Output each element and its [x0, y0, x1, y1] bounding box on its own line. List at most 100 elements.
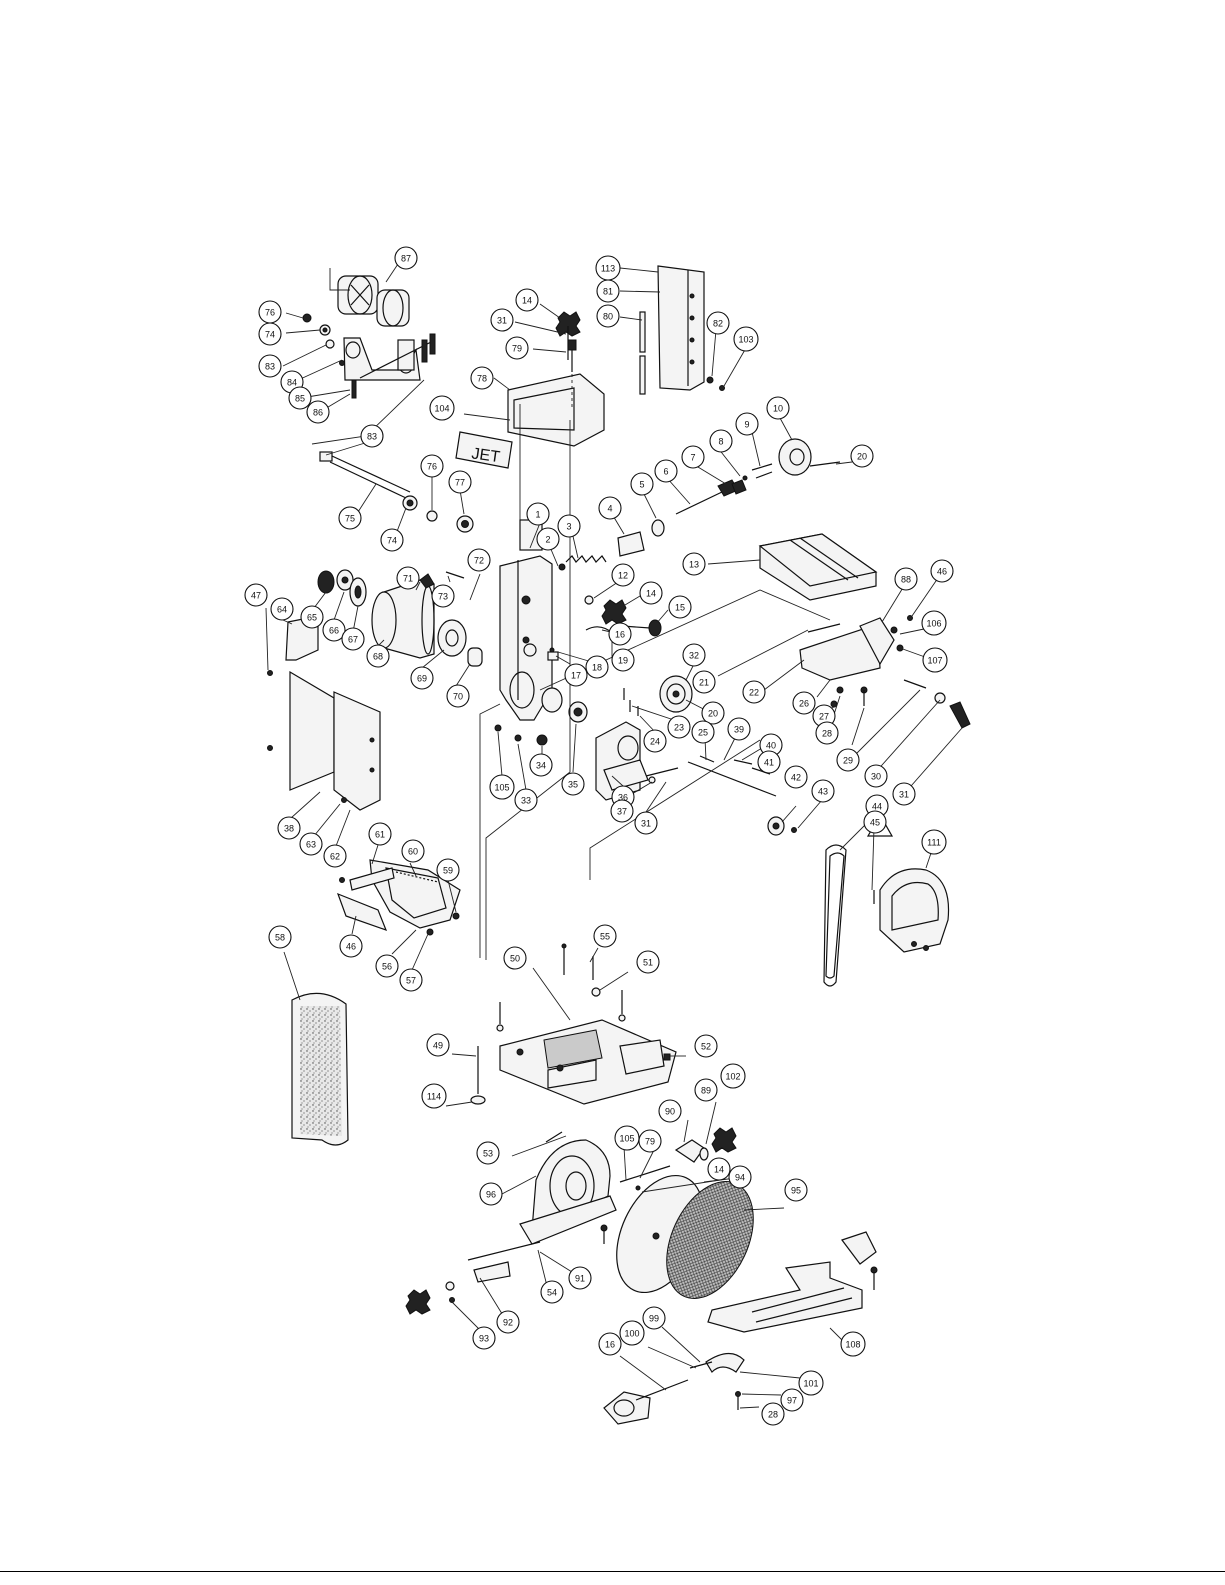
part-callout-87: 87 — [394, 246, 418, 270]
part-callout-43: 43 — [811, 779, 835, 803]
callout-circle — [421, 1083, 447, 1109]
callout-number: 90 — [665, 1107, 675, 1117]
table-lock-handle — [903, 679, 971, 729]
callout-number: 49 — [433, 1041, 443, 1051]
callout-circle — [619, 1320, 645, 1346]
callout-circle — [792, 691, 816, 715]
part-callout-77: 77 — [448, 470, 472, 494]
part-callout-27: 27 — [812, 704, 836, 728]
callout-number: 71 — [403, 574, 413, 584]
callout-number: 50 — [510, 954, 520, 964]
callout-number: 58 — [275, 933, 285, 943]
callout-circle — [299, 832, 323, 856]
part-callout-17: 17 — [564, 663, 588, 687]
part-callout-74: 74 — [380, 528, 404, 552]
callout-number: 74 — [387, 536, 397, 546]
callout-circle — [658, 1099, 682, 1123]
callout-number: 66 — [329, 626, 339, 636]
callout-circle — [709, 429, 733, 453]
callout-circle — [757, 750, 781, 774]
callout-circle — [323, 844, 347, 868]
part-callout-56: 56 — [375, 954, 399, 978]
callout-number: 46 — [937, 567, 947, 577]
callout-circle — [636, 950, 660, 974]
callout-number: 43 — [818, 787, 828, 797]
part-callout-31: 31 — [490, 308, 514, 332]
callout-number: 81 — [603, 287, 613, 297]
callout-number: 64 — [277, 605, 287, 615]
callout-number: 95 — [791, 1186, 801, 1196]
callout-circle — [470, 366, 494, 390]
part-callout-29: 29 — [836, 748, 860, 772]
callout-circle — [761, 1402, 785, 1426]
callout-number: 88 — [901, 575, 911, 585]
callout-number: 21 — [699, 678, 709, 688]
callout-number: 10 — [773, 404, 783, 414]
part-callout-70: 70 — [446, 684, 470, 708]
part-callout-37: 37 — [610, 799, 634, 823]
part-callout-102: 102 — [720, 1063, 746, 1089]
part-callout-6: 6 — [654, 459, 678, 483]
callout-circle — [529, 753, 553, 777]
part-callout-83: 83 — [258, 354, 282, 378]
part-callout-104: 104 — [429, 395, 455, 421]
callout-number: 84 — [287, 378, 297, 388]
callout-circle — [596, 304, 620, 328]
part-callout-60: 60 — [401, 839, 425, 863]
callout-circle — [694, 1078, 718, 1102]
callout-circle — [735, 412, 759, 436]
part-callout-3: 3 — [557, 514, 581, 538]
callout-number: 39 — [734, 725, 744, 735]
callout-circle — [682, 552, 706, 576]
callout-circle — [288, 386, 312, 410]
part-callout-78: 78 — [470, 366, 494, 390]
callout-circle — [366, 644, 390, 668]
callout-number: 5 — [639, 480, 644, 490]
callout-circle — [694, 1034, 718, 1058]
callout-circle — [338, 506, 362, 530]
callout-circle — [611, 648, 635, 672]
jet-nameplate: JET — [455, 431, 513, 469]
part-callout-16: 16 — [608, 622, 632, 646]
callout-number: 100 — [624, 1329, 639, 1339]
callout-circle — [727, 717, 751, 741]
part-callout-79: 79 — [638, 1129, 662, 1153]
callout-number: 63 — [306, 840, 316, 850]
part-callout-53: 53 — [476, 1141, 500, 1165]
part-callout-55: 55 — [593, 924, 617, 948]
part-callout-92: 92 — [496, 1310, 520, 1334]
callout-number: 54 — [547, 1288, 557, 1298]
callout-number: 68 — [373, 652, 383, 662]
callout-number: 85 — [295, 394, 305, 404]
callout-circle — [489, 774, 515, 800]
part-callout-51: 51 — [636, 950, 660, 974]
callout-circle — [360, 424, 384, 448]
disc-table — [707, 1231, 878, 1333]
part-callout-54: 54 — [540, 1280, 564, 1304]
callout-number: 86 — [313, 408, 323, 418]
callout-circle — [701, 701, 725, 725]
callout-circle — [526, 502, 550, 526]
part-callout-14: 14 — [707, 1157, 731, 1181]
part-callout-19: 19 — [611, 648, 635, 672]
callout-circle — [692, 670, 716, 694]
callout-number: 57 — [406, 976, 416, 986]
callout-circle — [611, 563, 635, 587]
callout-number: 62 — [330, 852, 340, 862]
part-callout-68: 68 — [366, 644, 390, 668]
callout-circle — [490, 308, 514, 332]
callout-number: 111 — [927, 838, 941, 848]
callout-circle — [322, 618, 346, 642]
part-callout-35: 35 — [561, 772, 585, 796]
part-callout-74: 74 — [258, 322, 282, 346]
tilt-mechanism — [405, 1127, 737, 1315]
callout-number: 51 — [643, 958, 653, 968]
callout-circle — [476, 1141, 500, 1165]
callout-circle — [515, 288, 539, 312]
callout-number: 9 — [744, 420, 749, 430]
callout-number: 36 — [618, 793, 628, 803]
callout-circle — [540, 1280, 564, 1304]
part-callout-41: 41 — [757, 750, 781, 774]
jet-logo-text: JET — [470, 445, 501, 466]
callout-number: 26 — [799, 699, 809, 709]
